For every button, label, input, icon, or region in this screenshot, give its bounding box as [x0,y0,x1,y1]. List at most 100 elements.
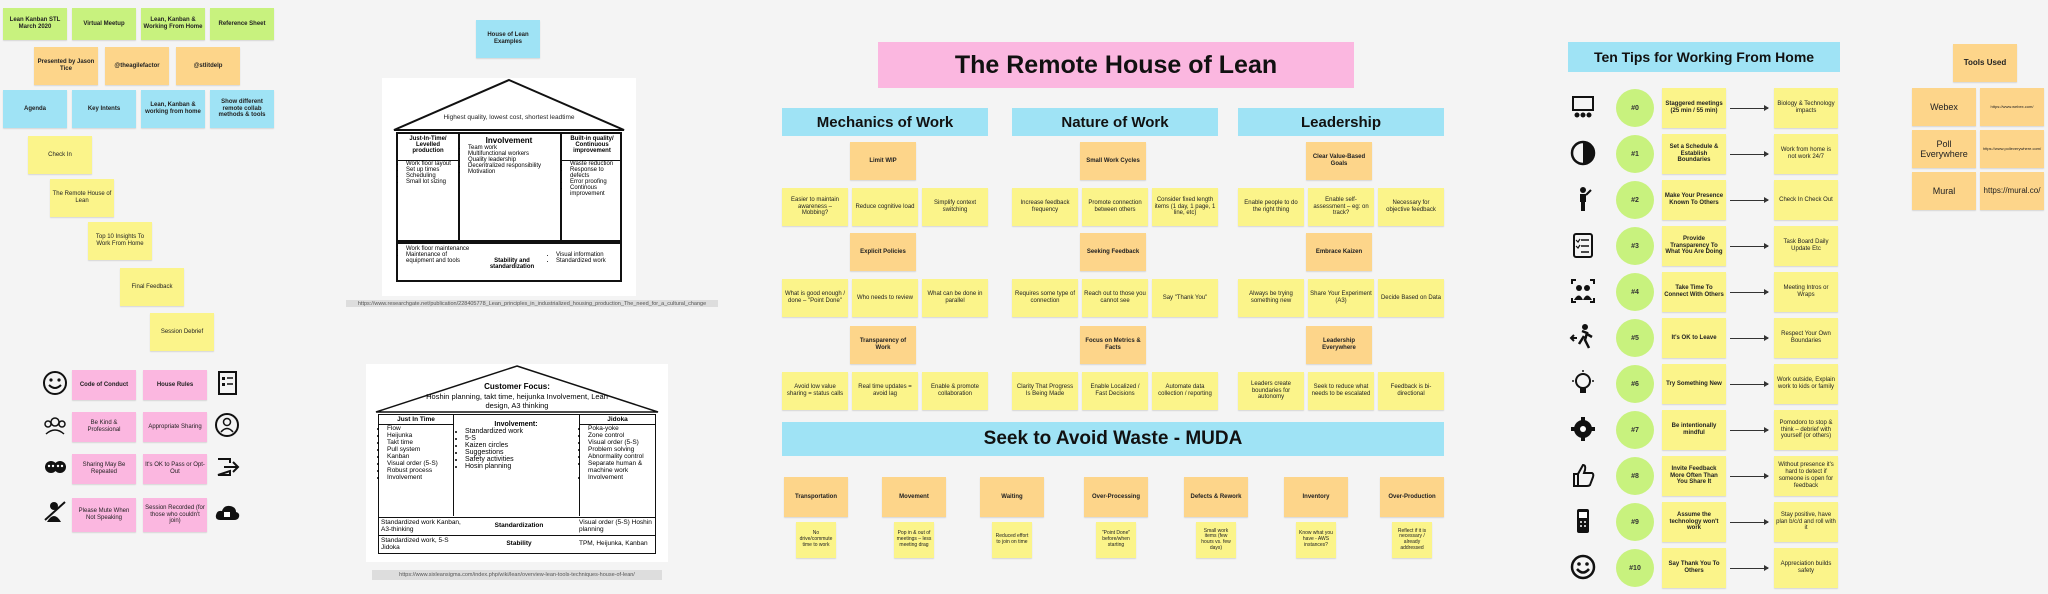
tip-note[interactable]: Provide Transparency To What You Are Doi… [1662,226,1726,266]
intent-note[interactable]: Lean, Kanban & working from home [141,90,205,128]
idea-note[interactable]: Leaders create boundaries for autonomy [1238,372,1304,410]
topic-note[interactable]: Explicit Policies [850,233,916,271]
houses-title-note[interactable]: House of Lean Examples [476,20,540,58]
tip-note[interactable]: Invite Feedback More Often Than You Shar… [1662,456,1726,496]
conduct-note[interactable]: It's OK to Pass or Opt-Out [143,454,207,484]
intro-note[interactable]: Reference Sheet [210,8,274,40]
tip-note[interactable]: Set a Schedule & Establish Boundaries [1662,134,1726,174]
topic-note[interactable]: Transparency of Work [850,326,916,364]
waste-detail-note[interactable]: Reflect if it is necessary / already add… [1392,522,1432,558]
idea-note[interactable]: Enable self-assessment – eg: on track? [1308,188,1374,226]
idea-note[interactable]: What can be done in parallel [922,279,988,317]
waste-note[interactable]: Waiting [980,477,1044,517]
waste-note[interactable]: Over-Processing [1084,477,1148,517]
idea-note[interactable]: Clarity That Progress Is Being Made [1012,372,1078,410]
idea-note[interactable]: Enable Localized / Fast Decisions [1082,372,1148,410]
idea-note[interactable]: Enable & promote collaboration [922,372,988,410]
waste-note[interactable]: Inventory [1284,477,1348,517]
tip-note[interactable]: Say Thank You To Others [1662,548,1726,588]
presenter-note[interactable]: @theagilefactor [105,47,169,85]
topic-note[interactable]: Limit WIP [850,142,916,180]
topic-note[interactable]: Leadership Everywhere [1306,326,1372,364]
tip-detail-note[interactable]: Work outside, Explain work to kids or fa… [1774,364,1838,404]
presenter-note[interactable]: @stlitdelp [176,47,240,85]
agenda-note[interactable]: Top 10 Insights To Work From Home [88,222,152,260]
tool-note[interactable]: Poll Everywhere [1912,130,1976,168]
topic-note[interactable]: Small Work Cycles [1080,142,1146,180]
conduct-note[interactable]: Code of Conduct [72,370,136,400]
tip-detail-note[interactable]: Check In Check Out [1774,180,1838,220]
tool-link-note[interactable]: https://www.webex.com/ [1980,88,2044,126]
tip-detail-note[interactable]: Pomodoro to stop & think – debrief with … [1774,410,1838,450]
tip-note[interactable]: Be intentionally mindful [1662,410,1726,450]
idea-note[interactable]: Enable people to do the right thing [1238,188,1304,226]
waste-detail-note[interactable]: Reduced effort to join on time [992,522,1032,558]
tip-note[interactable]: Take Time To Connect With Others [1662,272,1726,312]
idea-note[interactable]: Avoid low value sharing = status calls [782,372,848,410]
tool-note[interactable]: Webex [1912,88,1976,126]
idea-note[interactable]: Automate data collection / reporting [1152,372,1218,410]
tip-detail-note[interactable]: Stay positive, have plan b/c/d and roll … [1774,502,1838,542]
agenda-note[interactable]: Session Debrief [150,313,214,351]
waste-detail-note[interactable]: No drive/commute time to work [796,522,836,558]
conduct-note[interactable]: Be Kind & Professional [72,412,136,442]
idea-note[interactable]: Necessary for objective feedback [1378,188,1444,226]
idea-note[interactable]: Requires some type of connection [1012,279,1078,317]
tool-link-note[interactable]: https://mural.co/ [1980,172,2044,210]
intent-note[interactable]: Key Intents [72,90,136,128]
intent-note[interactable]: Agenda [3,90,67,128]
idea-note[interactable]: Easier to maintain awareness – Mobbing? [782,188,848,226]
idea-note[interactable]: Reach out to those you cannot see [1082,279,1148,317]
tool-link-note[interactable]: https://www.polleverywhere.com/ [1980,130,2044,168]
tip-detail-note[interactable]: Without presence it's hard to detect if … [1774,456,1838,496]
idea-note[interactable]: What is good enough / done – "Point Done… [782,279,848,317]
idea-note[interactable]: Decide Based on Data [1378,279,1444,317]
intro-note[interactable]: Virtual Meetup [72,8,136,40]
idea-note[interactable]: Increase feedback frequency [1012,188,1078,226]
waste-note[interactable]: Defects & Rework [1184,477,1248,517]
tip-note[interactable]: Staggered meetings (25 min / 55 min) [1662,88,1726,128]
idea-note[interactable]: Reduce cognitive load [852,188,918,226]
idea-note[interactable]: Feedback is bi-directional [1378,372,1444,410]
idea-note[interactable]: Seek to reduce what needs to be escalate… [1308,372,1374,410]
tip-note[interactable]: Make Your Presence Known To Others [1662,180,1726,220]
waste-note[interactable]: Over-Production [1380,477,1444,517]
waste-detail-note[interactable]: "Point Done" before/when starting [1096,522,1136,558]
idea-note[interactable]: Who needs to review [852,279,918,317]
agenda-note[interactable]: The Remote House of Lean [50,179,114,217]
conduct-note[interactable]: Sharing May Be Repeated [72,454,136,484]
idea-note[interactable]: Promote connection between others [1082,188,1148,226]
tip-detail-note[interactable]: Work from home is not work 24/7 [1774,134,1838,174]
tip-detail-note[interactable]: Task Board Daily Update Etc [1774,226,1838,266]
waste-note[interactable]: Movement [882,477,946,517]
idea-note[interactable]: Always be trying something new [1238,279,1304,317]
house2-source-link[interactable]: https://www.sixleansigma.com/index.php/w… [372,570,662,580]
conduct-note[interactable]: Session Recorded (for those who couldn't… [143,498,207,532]
house1-source-link[interactable]: https://www.researchgate.net/publication… [346,300,718,307]
conduct-note[interactable]: House Rules [143,370,207,400]
tip-detail-note[interactable]: Meeting Intros or Wraps [1774,272,1838,312]
agenda-note[interactable]: Check In [28,136,92,174]
presenter-note[interactable]: Presented by Jason Tice [34,47,98,85]
tip-note[interactable]: Assume the technology won't work [1662,502,1726,542]
idea-note[interactable]: Say "Thank You" [1152,279,1218,317]
tip-detail-note[interactable]: Biology & Technology impacts [1774,88,1838,128]
conduct-note[interactable]: Appropriate Sharing [143,412,207,442]
tip-note[interactable]: Try Something New [1662,364,1726,404]
waste-detail-note[interactable]: Small work items (few hours vs. few days… [1196,522,1236,558]
topic-note[interactable]: Embrace Kaizen [1306,233,1372,271]
waste-note[interactable]: Transportation [784,477,848,517]
topic-note[interactable]: Focus on Metrics & Facts [1080,326,1146,364]
topic-note[interactable]: Seeking Feedback [1080,233,1146,271]
intro-note[interactable]: Lean, Kanban & Working From Home [141,8,205,40]
tip-detail-note[interactable]: Respect Your Own Boundaries [1774,318,1838,358]
idea-note[interactable]: Share Your Experiment (A3) [1308,279,1374,317]
intro-note[interactable]: Lean Kanban STL March 2020 [3,8,67,40]
tool-note[interactable]: Mural [1912,172,1976,210]
idea-note[interactable]: Consider fixed length items (1 day, 1 pa… [1152,188,1218,226]
topic-note[interactable]: Clear Value-Based Goals [1306,142,1372,180]
waste-detail-note[interactable]: Pop in & out of meetings – less meeting … [894,522,934,558]
intent-note[interactable]: Show different remote collab methods & t… [210,90,274,128]
idea-note[interactable]: Simplify context switching [922,188,988,226]
idea-note[interactable]: Real time updates = avoid lag [852,372,918,410]
